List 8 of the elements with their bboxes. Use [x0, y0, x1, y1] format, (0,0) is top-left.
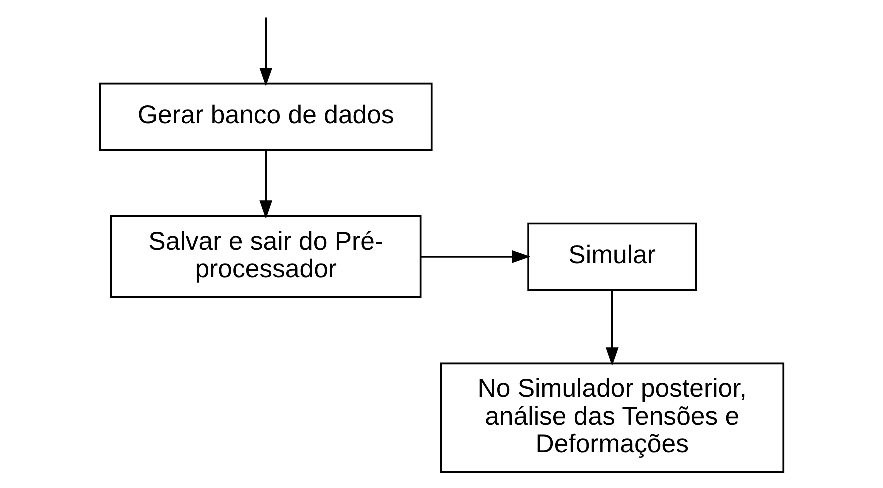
arrow [259, 18, 272, 87]
node-box: No Simulador posterior, análise das Tensões e Deformações [440, 362, 784, 474]
node-box: Salvar e sair do Pré-processador [110, 215, 422, 298]
node-box: Gerar banco de dados [98, 82, 432, 151]
arrow [259, 150, 272, 220]
arrow [420, 250, 530, 264]
arrow [605, 290, 618, 366]
node-box: Simular [527, 222, 697, 291]
